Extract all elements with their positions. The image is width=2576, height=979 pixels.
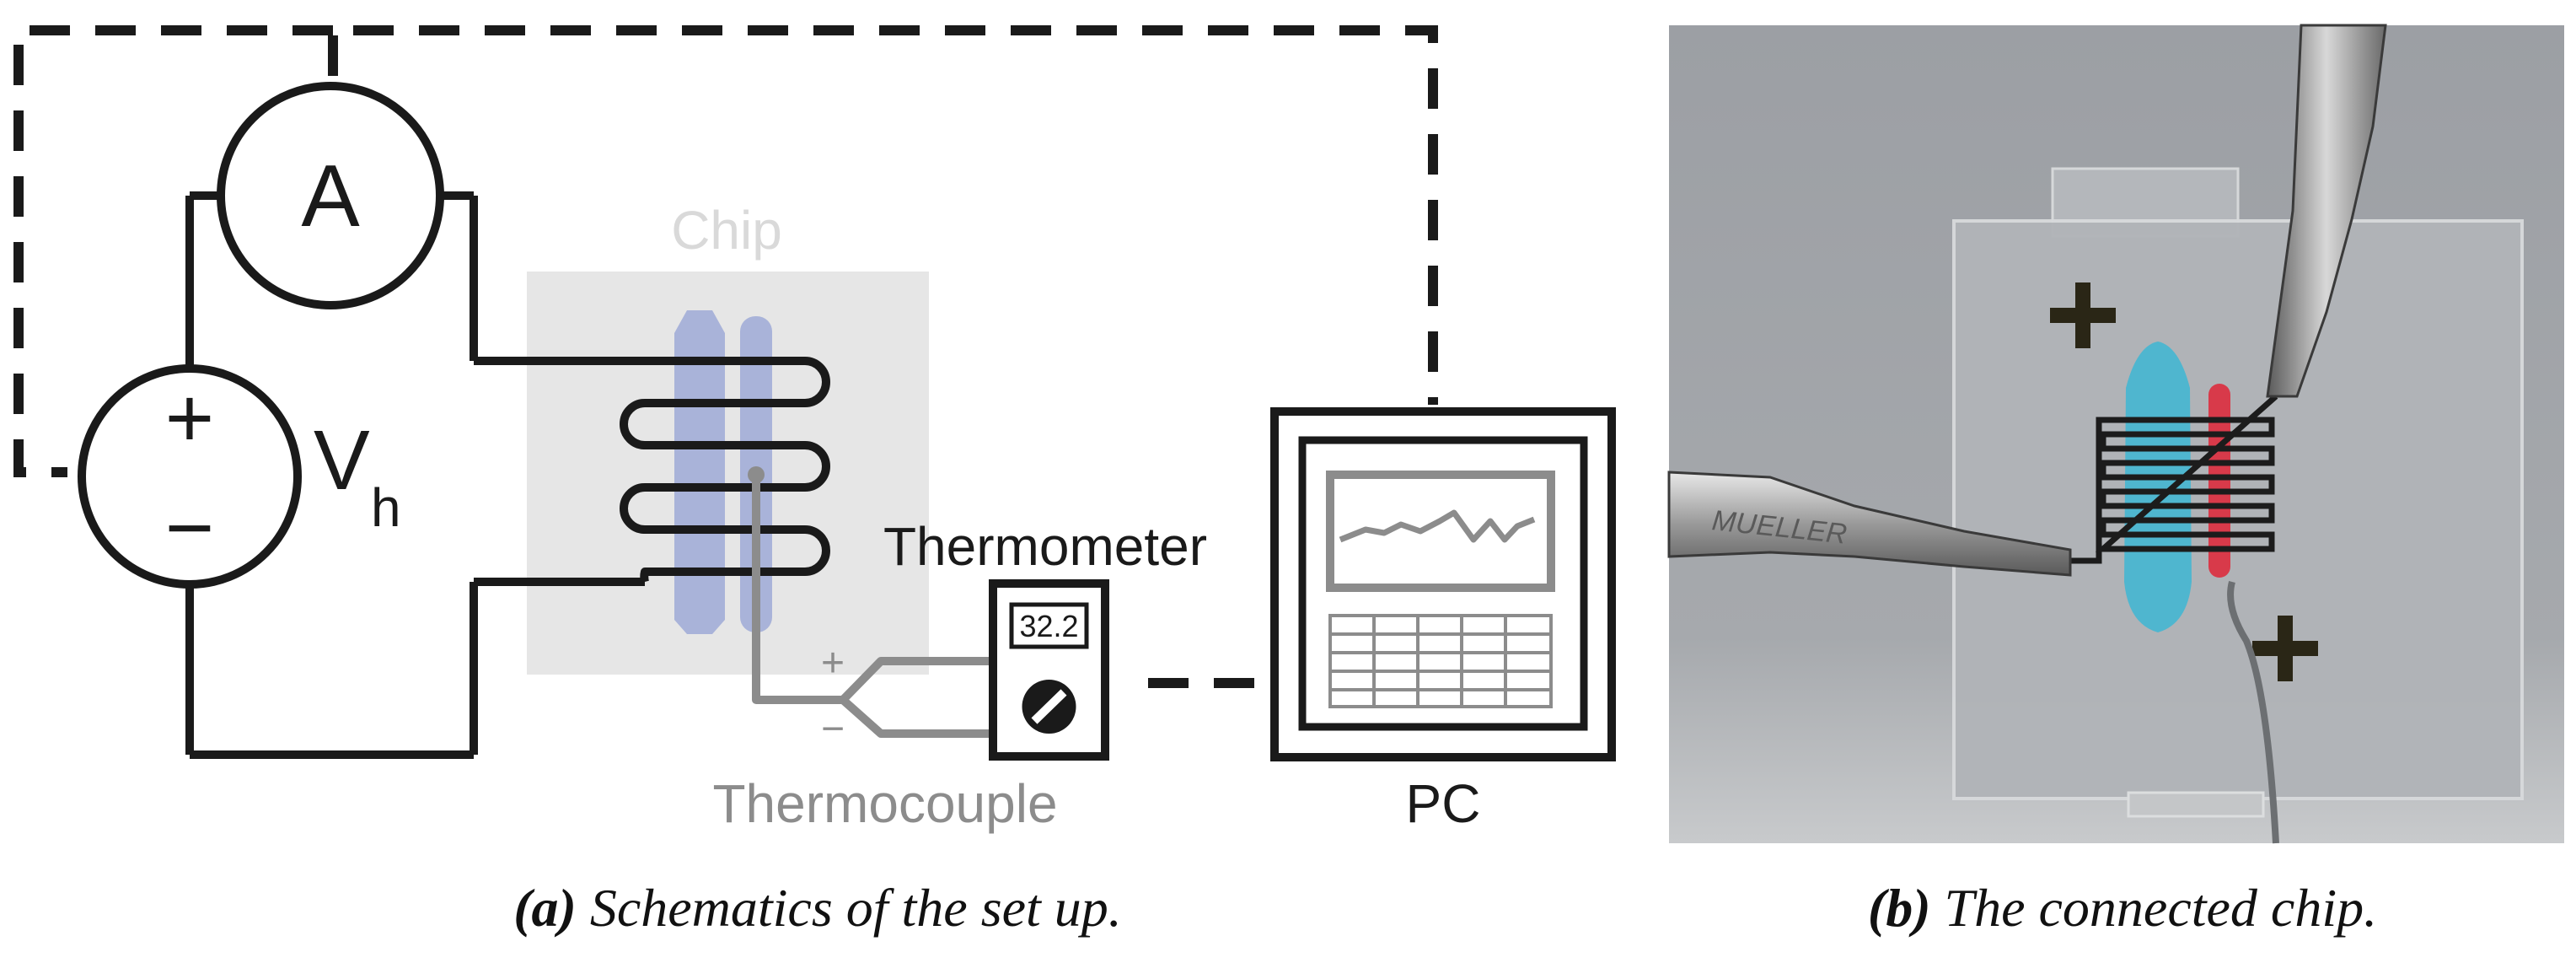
thermocouple-plus: + bbox=[821, 641, 845, 686]
ammeter-symbol bbox=[217, 82, 444, 309]
glass-tab-bottom bbox=[2127, 791, 2265, 818]
thermometer-dial-icon bbox=[1022, 680, 1076, 734]
heater-serpentine bbox=[2070, 394, 2278, 564]
chip-photo: MUELLER bbox=[1667, 24, 2564, 844]
pc-graph-trace bbox=[1339, 509, 1536, 543]
pc-label: PC bbox=[1406, 773, 1481, 834]
ammeter-label: A bbox=[301, 148, 360, 245]
setup-schematic: Chip A + − V h + − Thermocouple Thermome… bbox=[13, 25, 1616, 834]
thermometer-display bbox=[1009, 602, 1089, 649]
caption-b: (b) The connected chip. bbox=[1669, 877, 2576, 939]
right-alligator-clip bbox=[2266, 24, 2387, 398]
caption-b-text: The connected chip. bbox=[1944, 878, 2378, 938]
blue-dyed-channel bbox=[2124, 342, 2192, 632]
left-alligator-clip bbox=[1667, 471, 2072, 577]
pc-data-table-icon bbox=[1328, 614, 1553, 708]
thermocouple-tip bbox=[748, 466, 765, 483]
thermocouple-wire bbox=[752, 475, 993, 738]
dashed-link-ammeter-pc bbox=[13, 25, 1438, 477]
heater-circuit-wire bbox=[185, 191, 830, 759]
alignment-mark-bottom bbox=[2252, 616, 2318, 681]
thermocouple-label: Thermocouple bbox=[712, 773, 1057, 834]
glass-chip bbox=[1952, 219, 2524, 800]
channel-left bbox=[674, 310, 725, 634]
chip-label: Chip bbox=[671, 200, 782, 261]
caption-a-tag: (a) bbox=[513, 878, 577, 938]
voltage-subscript: h bbox=[371, 477, 401, 538]
voltage-label: V bbox=[314, 413, 370, 508]
caption-b-tag: (b) bbox=[1867, 878, 1931, 938]
caption-a: (a) Schematics of the set up. bbox=[0, 877, 1635, 939]
source-plus-sign: + bbox=[165, 371, 214, 465]
caption-a-text: Schematics of the set up. bbox=[589, 878, 1122, 938]
thermometer-reading: 32.2 bbox=[1019, 609, 1078, 643]
chip-area bbox=[527, 272, 929, 675]
thermocouple-wire-photo bbox=[2227, 580, 2279, 844]
voltage-source-symbol bbox=[78, 364, 302, 589]
source-minus-sign: − bbox=[165, 481, 214, 575]
thermometer-label: Thermometer bbox=[883, 516, 1207, 577]
thermocouple-minus: − bbox=[821, 707, 845, 751]
alignment-mark-top bbox=[2050, 282, 2116, 348]
